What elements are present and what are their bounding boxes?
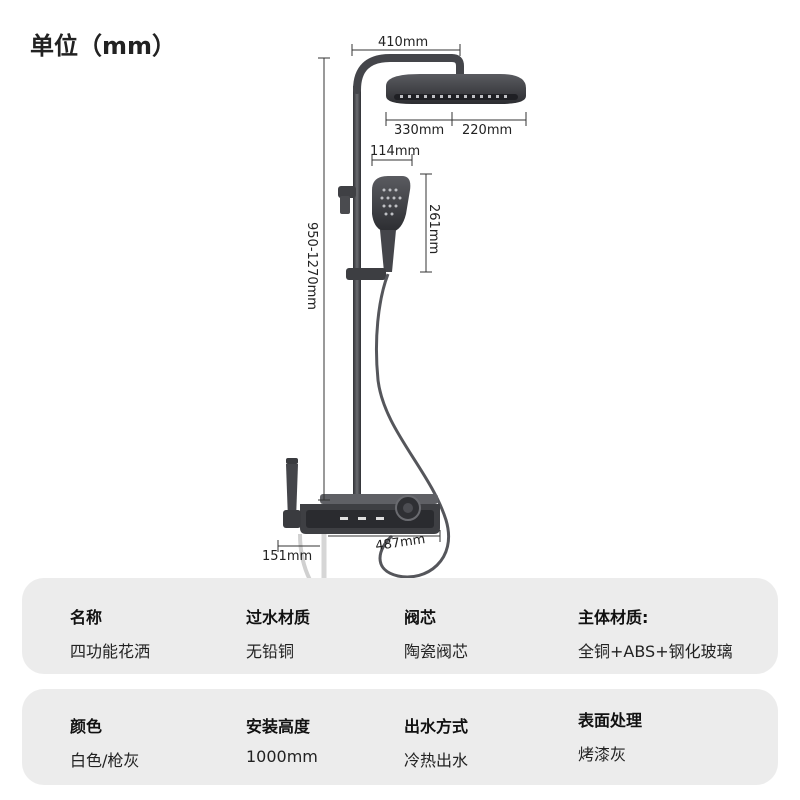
overhead-shower-head [386, 74, 526, 104]
thermostatic-console [300, 494, 440, 534]
spec-panel-1: 名称 四功能花洒 过水材质 无铅铜 阀芯 陶瓷阀芯 主体材质: 全铜+ABS+钢… [22, 578, 778, 674]
spec-label: 表面处理 [578, 711, 643, 730]
dim-left-offset: 151mm [262, 549, 312, 564]
spec-label: 名称 [70, 608, 103, 627]
slide-holder [346, 268, 386, 280]
spec-name: 名称 四功能花洒 [70, 604, 150, 662]
dim-hand-length: 261mm [426, 204, 441, 254]
spec-value: 无铅铜 [246, 642, 295, 661]
spec-value: 1000mm [246, 747, 318, 766]
dim-console-width: 487mm [374, 532, 426, 554]
spec-label: 过水材质 [246, 608, 311, 627]
spec-label: 安装高度 [246, 717, 311, 736]
hand-shower [372, 176, 411, 272]
dim-hand-width: 114mm [370, 144, 420, 159]
spec-label: 颜色 [70, 717, 103, 736]
spec-panel-2: 颜色 白色/枪灰 安装高度 1000mm 出水方式 冷热出水 表面处理 烤漆灰 [22, 689, 778, 785]
spec-value: 四功能花洒 [70, 642, 151, 661]
spec-water-material: 过水材质 无铅铜 [246, 604, 310, 662]
unit-title: 单位（mm） [30, 32, 177, 60]
spec-water-mode: 出水方式 冷热出水 [404, 713, 468, 771]
bidet-sprayer [283, 458, 301, 528]
dimension-lines [277, 44, 527, 552]
spec-value: 全铜+ABS+钢化玻璃 [578, 642, 733, 661]
riser-pipe [353, 54, 464, 506]
spec-value: 白色/枪灰 [70, 751, 140, 770]
dim-head-diameter: 220mm [462, 123, 512, 138]
spec-value: 冷热出水 [404, 751, 469, 770]
spec-value: 烤漆灰 [578, 745, 627, 764]
dim-height-range: 950-1270mm [304, 222, 319, 310]
spec-valve-core: 阀芯 陶瓷阀芯 [404, 604, 468, 662]
spec-label: 主体材质: [578, 608, 649, 627]
spec-install-height: 安装高度 1000mm [246, 713, 318, 766]
wall-bracket [338, 186, 356, 214]
spec-color: 颜色 白色/枪灰 [70, 713, 139, 771]
dim-top-width: 410mm [378, 35, 428, 50]
dim-head-depth: 330mm [394, 123, 444, 138]
spec-surface-finish: 表面处理 烤漆灰 [578, 707, 642, 765]
spec-body-material: 主体材质: 全铜+ABS+钢化玻璃 [578, 604, 733, 662]
spec-value: 陶瓷阀芯 [404, 642, 469, 661]
hose [374, 273, 450, 579]
spec-label: 出水方式 [404, 717, 469, 736]
spec-label: 阀芯 [404, 608, 437, 627]
